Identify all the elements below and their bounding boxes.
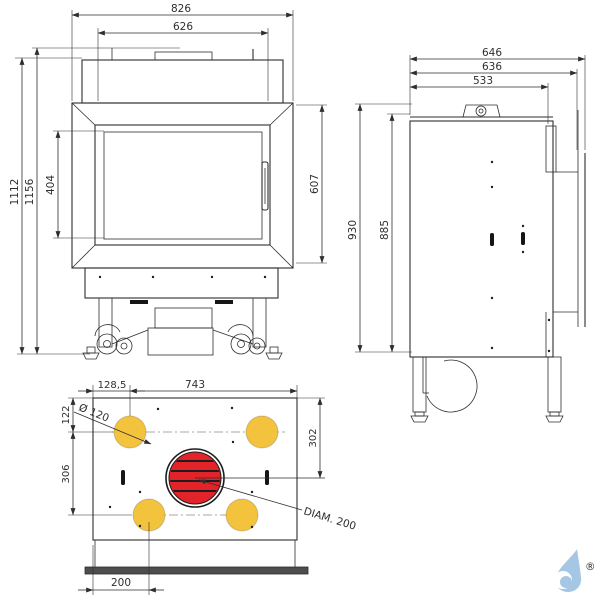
side-foot-left bbox=[410, 411, 429, 423]
dim-1112-label: 1112 bbox=[9, 179, 21, 206]
dim-306-label: 306 bbox=[61, 464, 72, 483]
top-dim-left: 122 306 bbox=[61, 397, 132, 516]
front-duct-upper bbox=[154, 307, 213, 329]
front-duct-lower bbox=[147, 327, 214, 356]
front-hood-outline bbox=[81, 59, 284, 104]
side-dim-depth-outer: 646 bbox=[409, 47, 586, 150]
side-collar bbox=[462, 104, 501, 118]
side-duct-arc bbox=[426, 359, 478, 413]
front-foot-right bbox=[265, 346, 283, 360]
front-frame-outer bbox=[71, 102, 294, 269]
front-foot-left bbox=[82, 346, 100, 360]
air-outlet-bottom-right bbox=[225, 498, 259, 532]
side-dim-depth-mid: 636 bbox=[409, 61, 578, 150]
front-dim-width-inner: 626 bbox=[97, 21, 269, 101]
front-leg-left bbox=[98, 297, 113, 348]
front-leg-right bbox=[252, 297, 267, 348]
dim-930-label: 930 bbox=[347, 220, 359, 240]
front-view: 826 626 1112 1156 404 bbox=[9, 3, 327, 360]
top-dim-right: 302 bbox=[195, 397, 325, 479]
dim-826-label: 826 bbox=[171, 3, 191, 15]
front-fan-right bbox=[227, 324, 266, 355]
front-dim-height-inner: 1156 bbox=[24, 47, 180, 355]
air-outlet-top-left bbox=[113, 415, 147, 449]
side-dim-height-inner: 885 bbox=[379, 113, 410, 353]
top-dim-bottom: 200 bbox=[78, 522, 164, 595]
dim-743-label: 743 bbox=[185, 379, 205, 391]
registered-mark: ® bbox=[585, 561, 596, 573]
front-frame-inner bbox=[94, 124, 271, 246]
side-body bbox=[409, 120, 554, 358]
dim-646-label: 646 bbox=[482, 47, 502, 59]
side-leg-left bbox=[412, 356, 427, 413]
top-dim-offset-left: 128,5 743 bbox=[78, 379, 298, 416]
air-outlet-top-right bbox=[245, 415, 279, 449]
top-view: 128,5 743 122 306 302 200 bbox=[61, 379, 357, 595]
dim-885-label: 885 bbox=[379, 220, 391, 240]
dim-diam200-label: DIAM. 200 bbox=[302, 505, 357, 532]
front-fan-left bbox=[94, 324, 133, 355]
dim-404-label: 404 bbox=[45, 175, 57, 195]
side-bracket bbox=[545, 125, 557, 173]
front-dim-height-outer: 1112 bbox=[9, 57, 90, 355]
dim-302-label: 302 bbox=[308, 428, 319, 447]
front-dim-width-outer: 826 bbox=[71, 3, 294, 101]
side-dim-height-outer: 930 bbox=[347, 103, 412, 353]
dim-607-label: 607 bbox=[309, 174, 321, 194]
brand-logo: ® bbox=[554, 549, 596, 592]
side-leg-right bbox=[547, 356, 562, 413]
dim-626-label: 626 bbox=[173, 21, 193, 33]
air-outlets bbox=[113, 415, 279, 532]
dim-128-5-label: 128,5 bbox=[98, 380, 127, 391]
dim-o120-label: Ø 120 bbox=[77, 402, 111, 425]
top-body-outline bbox=[92, 397, 298, 541]
dim-122-label: 122 bbox=[61, 405, 72, 424]
dim-200-label: 200 bbox=[111, 577, 131, 589]
front-dim-door-height: 607 bbox=[296, 104, 327, 264]
dim-1156-label: 1156 bbox=[24, 178, 36, 205]
front-collar-tab bbox=[154, 51, 213, 61]
dim-636-label: 636 bbox=[482, 61, 502, 73]
front-dim-glass-height: 404 bbox=[45, 130, 104, 239]
dim-533-label: 533 bbox=[473, 75, 493, 87]
front-glass bbox=[103, 131, 263, 240]
side-collar-knob bbox=[475, 105, 487, 117]
top-base-plate bbox=[84, 566, 309, 575]
front-lower-body bbox=[84, 267, 279, 299]
side-view: 646 636 533 930 885 bbox=[347, 47, 586, 423]
side-dim-depth-inner: 533 bbox=[409, 75, 549, 124]
door-handle bbox=[261, 161, 269, 211]
side-foot-right bbox=[545, 411, 564, 423]
